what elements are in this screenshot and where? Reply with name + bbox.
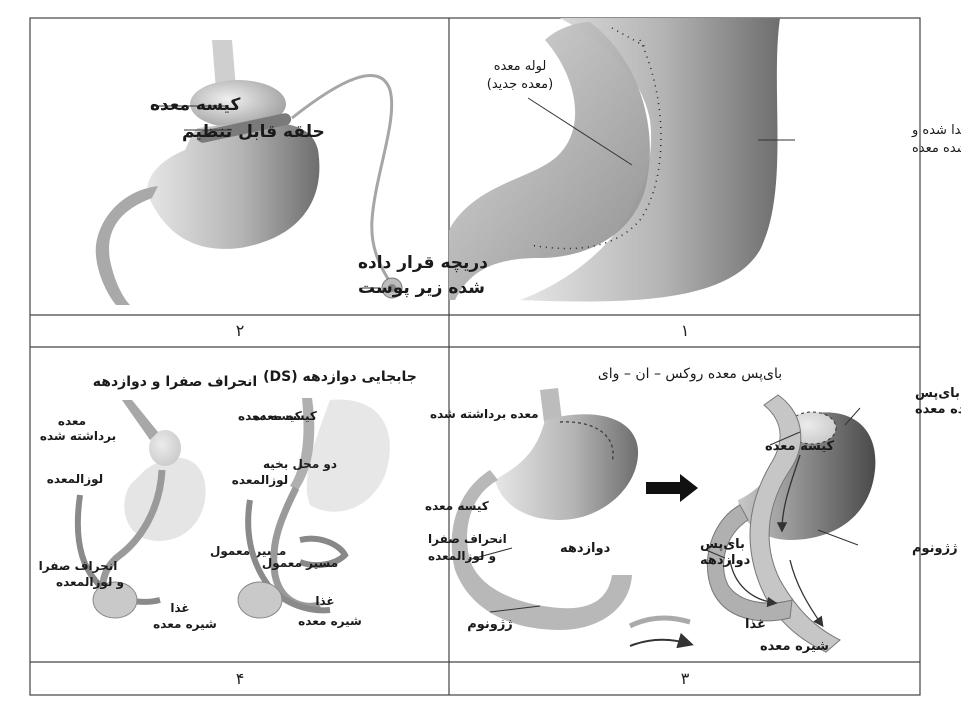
label-bypass-duodenum: بای‌پس bbox=[700, 537, 745, 552]
title-right: جابجایی دوازدهه (DS) bbox=[263, 369, 417, 385]
legend-food-label: غذا bbox=[745, 617, 766, 632]
label-bypass-duodenum-2: دوازدهه bbox=[700, 553, 751, 568]
duodenum-left bbox=[96, 186, 158, 305]
right-removed-stomach bbox=[307, 400, 390, 512]
label-duodenum: دوازدهه bbox=[560, 541, 611, 556]
right-pancreas-label: لوزالمعده bbox=[232, 473, 288, 488]
right-juice-label: شیره معده bbox=[298, 614, 362, 628]
label-jejunum-left: ژژونوم bbox=[467, 617, 513, 632]
transform-arrow bbox=[646, 474, 698, 502]
title-left: انحراف صفرا و دوازدهه bbox=[93, 374, 257, 390]
panel-number-3: ۳ bbox=[681, 669, 690, 688]
right-divert-label: انحراف صفرا bbox=[428, 532, 507, 546]
right-pouch-mid-label: کیسه معده bbox=[425, 499, 489, 513]
left-food-label: غذا bbox=[170, 601, 189, 615]
right-usual-label: مسیر معمول bbox=[262, 556, 338, 571]
label-port-2: شده زیر پوست bbox=[358, 278, 485, 298]
left-pancreas-label: لوزالمعده bbox=[47, 472, 103, 487]
normal-stomach bbox=[495, 414, 638, 520]
panel-3-title: بای‌پس معده روکس – ان – وای bbox=[598, 366, 782, 382]
panel-number-1: ۱ bbox=[681, 321, 690, 340]
label-new-stomach: (معده جدید) bbox=[487, 77, 553, 92]
right-pouch-top-label: کیسه معده bbox=[253, 409, 317, 423]
label-pouch-after: کیسه معده bbox=[765, 439, 835, 454]
right-site-label: دو محل بخیه bbox=[263, 457, 337, 472]
right-intestine-coil bbox=[238, 582, 282, 618]
right-divert-label-2: و لوزالمعده bbox=[428, 549, 496, 564]
left-divert-label-2: و لوزالمعده bbox=[56, 575, 124, 590]
label-bypassed-part-2: شده معده bbox=[915, 402, 961, 417]
label-removed-part: بخش جدا شده و bbox=[911, 123, 961, 138]
label-tube: لوله معده bbox=[494, 59, 547, 74]
left-divert-label: انحراف صفرا bbox=[39, 559, 118, 573]
left-removed-label-2: برداشته شده bbox=[40, 429, 116, 443]
legend-food-swatch bbox=[630, 618, 690, 626]
left-removed-label: معده bbox=[58, 414, 86, 428]
label-pouch: کیسه معده bbox=[150, 95, 240, 115]
label-port: دریچه قرار داده bbox=[358, 253, 488, 273]
panel-number-4: ۴ bbox=[236, 669, 245, 688]
legend-juice-swatch bbox=[630, 640, 690, 646]
right-removed-label: معده برداشته شده bbox=[430, 407, 539, 421]
left-esophagus bbox=[122, 400, 158, 440]
right-food-label: غذا bbox=[315, 594, 334, 608]
panel-gastric-band: کیسه معده حلقه قابل تنظیم دریچه قرار داد… bbox=[96, 40, 488, 340]
legend-juice-label: شیره معده bbox=[760, 639, 829, 654]
label-bypassed-part: بخش بای‌پس bbox=[915, 386, 961, 401]
panel-sleeve-gastrectomy: لوله معده (معده جدید) بخش جدا شده و بردا… bbox=[449, 18, 961, 340]
left-juice-label: شیره معده bbox=[153, 617, 217, 631]
label-band: حلقه قابل تنظیم bbox=[182, 122, 325, 142]
leader-jejunum-right bbox=[818, 530, 858, 545]
panel-number-2: ۲ bbox=[236, 321, 245, 340]
label-jejunum-right: ژژونوم bbox=[912, 541, 958, 556]
label-removed-part-2: برداشته شده معده bbox=[912, 141, 961, 156]
